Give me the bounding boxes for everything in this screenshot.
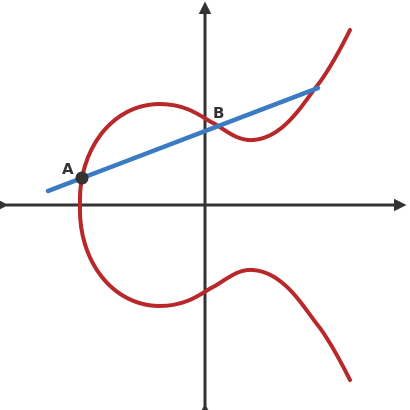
elliptic-curve-upper-branch	[77, 28, 352, 207]
point-b-label: B	[213, 104, 224, 122]
point-a-label: A	[62, 160, 74, 178]
point-a-marker	[75, 171, 89, 185]
secant-line	[45, 85, 321, 194]
elliptic-curve-lower-branch	[77, 203, 352, 382]
